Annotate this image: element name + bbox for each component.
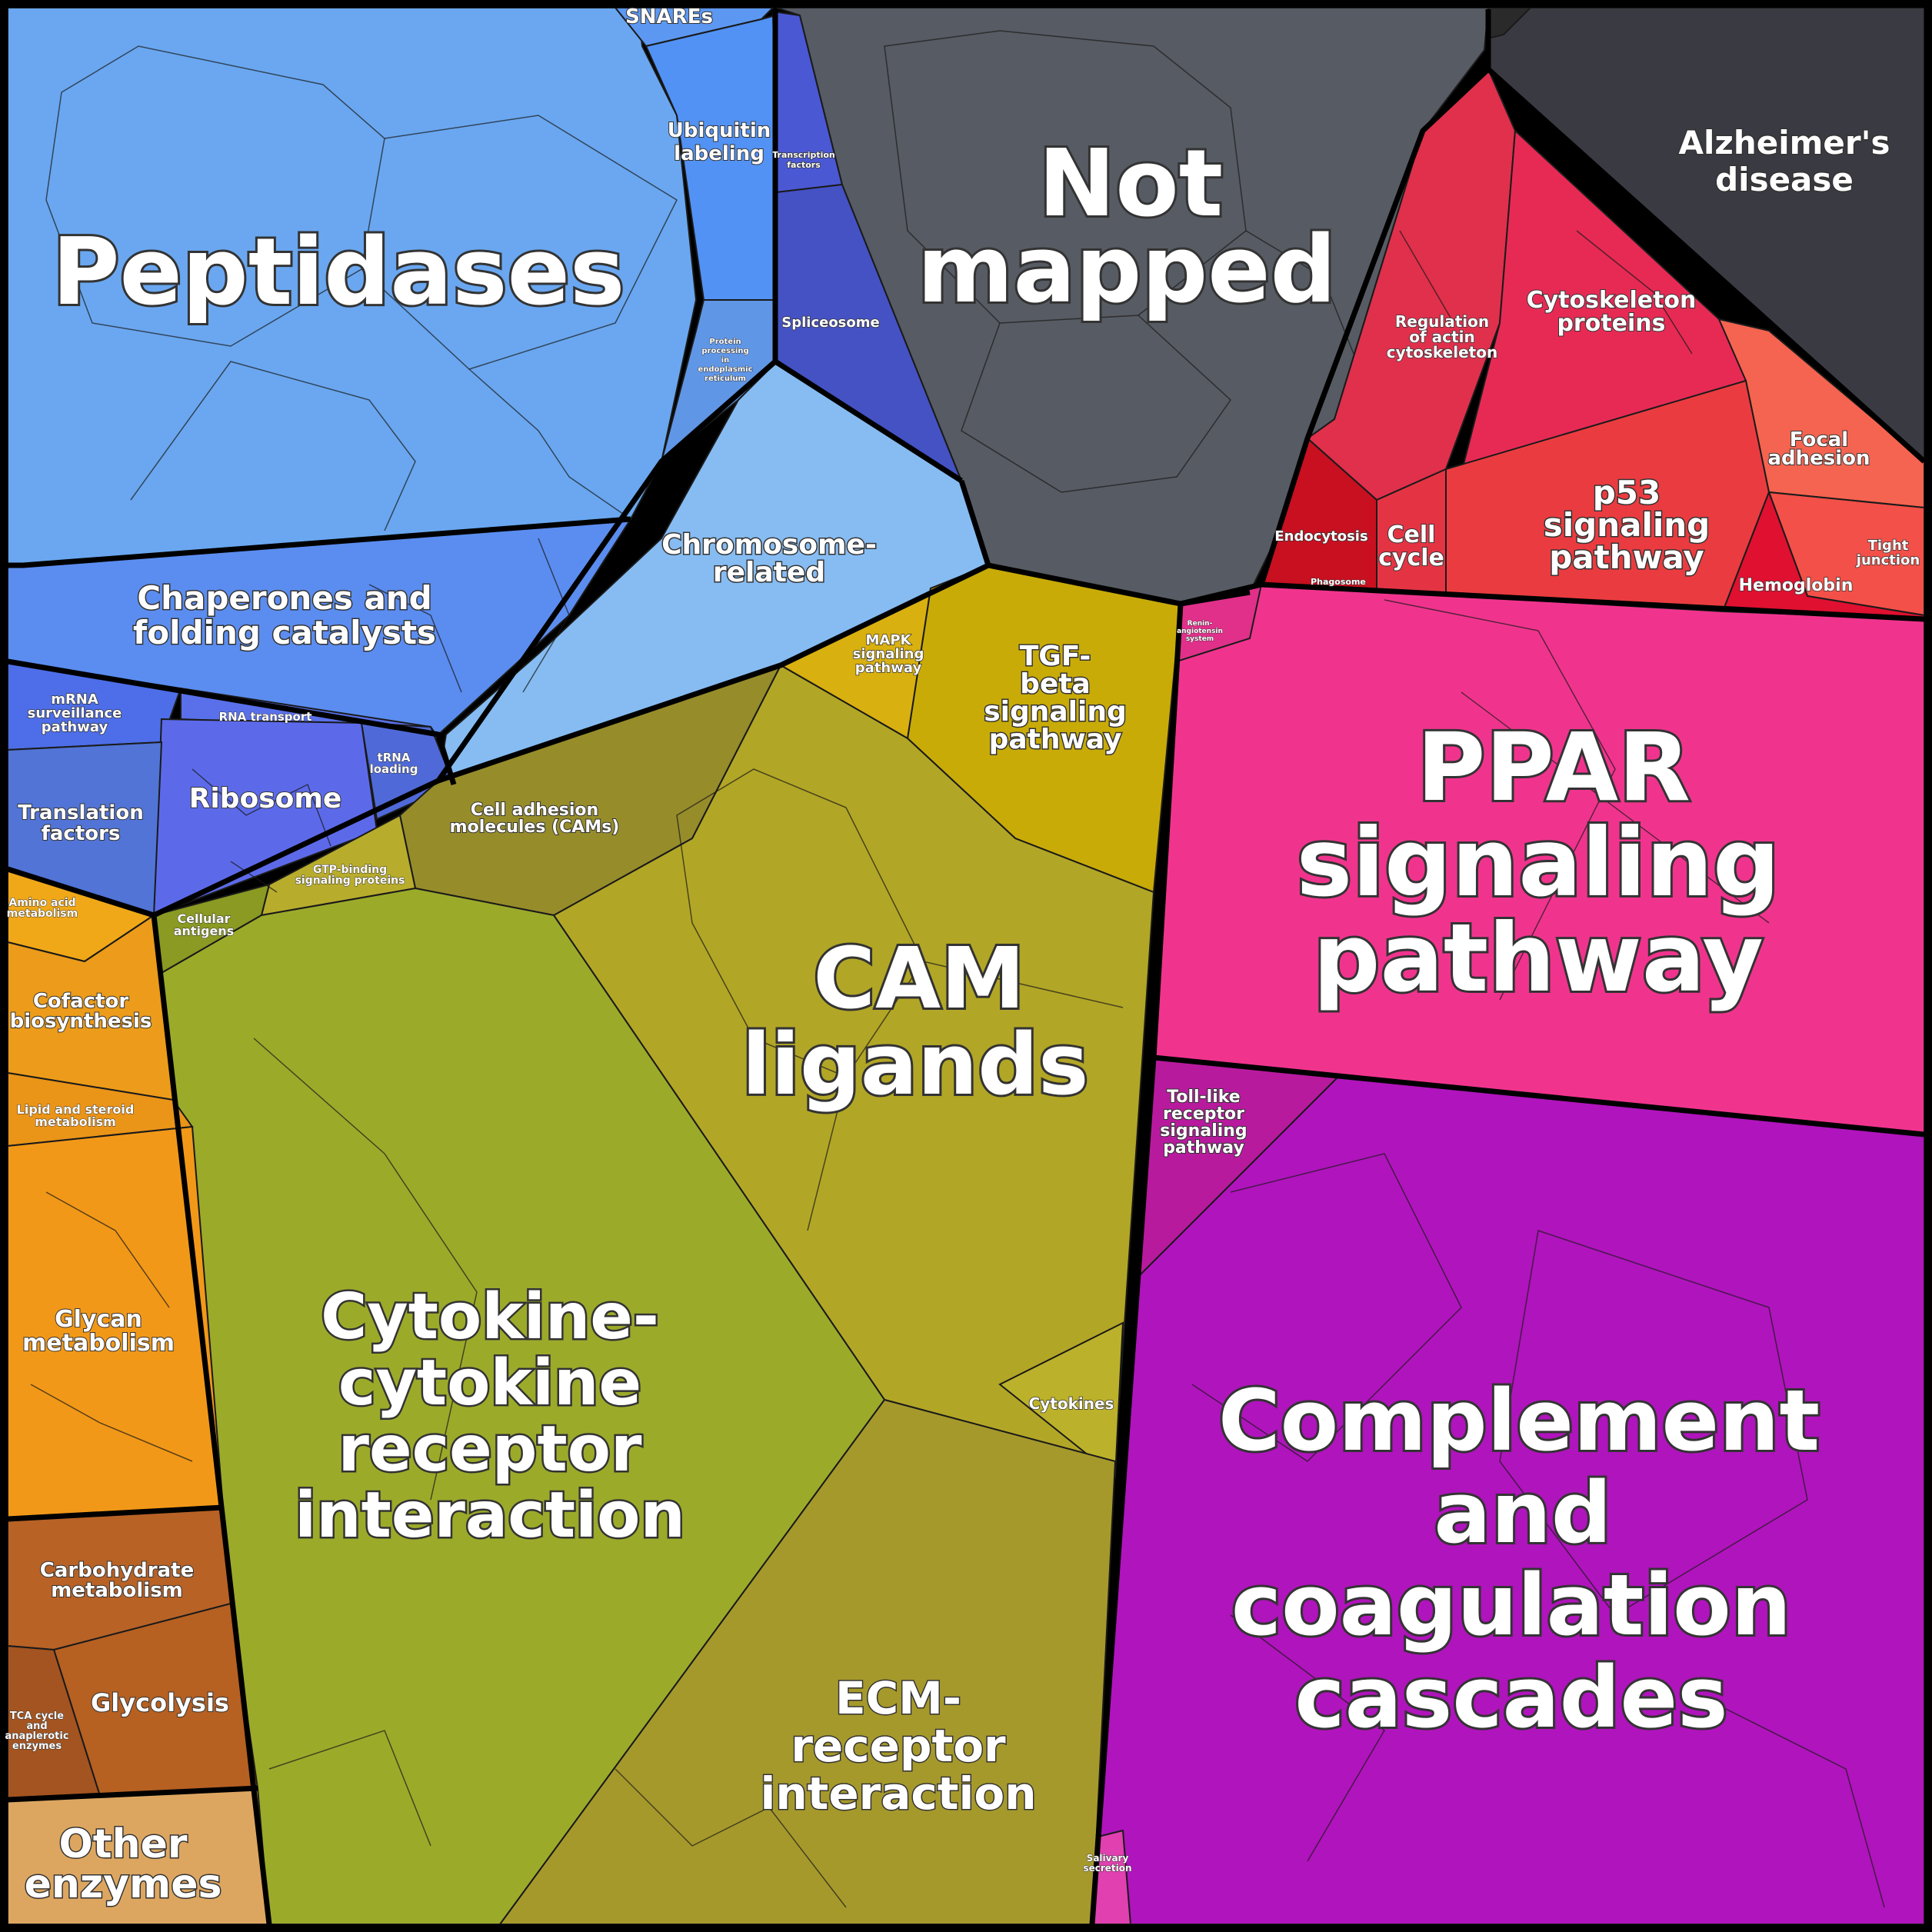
label-chromosome: Chromosome-related [661,529,877,588]
subcell-lines [30,30,1885,1908]
region-cytokines[interactable] [998,1321,1124,1479]
label-snares: SNAREs [625,5,713,28]
label-glycolysis: Glycolysis [91,1688,229,1717]
label-endocytosis: Endocytosis [1274,528,1367,545]
label-spliceosome: Spliceosome [781,315,879,331]
label-cytokines: Cytokines [1029,1394,1114,1413]
label-peptidases: Peptidases [52,219,625,326]
label-ribosome: Ribosome [189,783,342,814]
label-rna-transport: RNA transport [219,710,312,724]
group-borders [6,9,1927,1925]
label-phagosome: Phagosome [1311,577,1366,587]
label-hemoglobin: Hemoglobin [1739,576,1854,595]
